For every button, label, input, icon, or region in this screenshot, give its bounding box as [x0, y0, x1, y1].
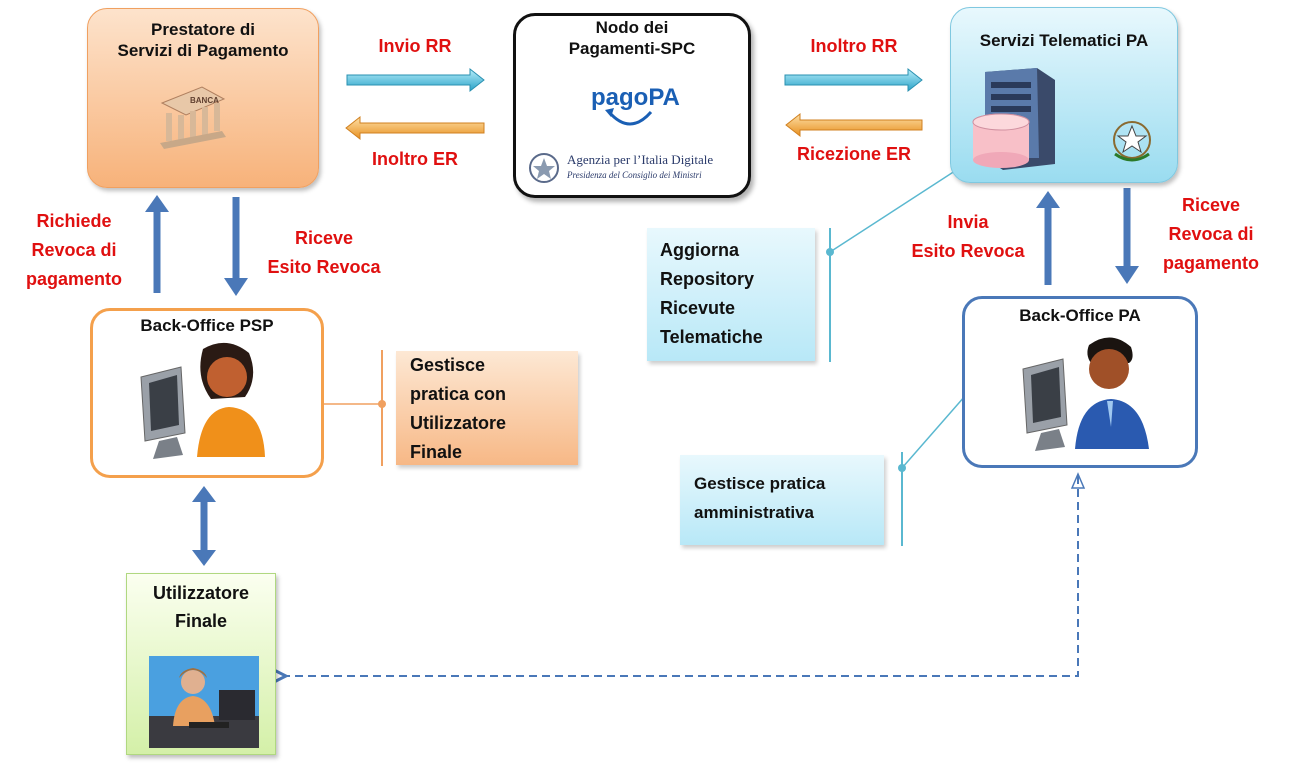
agid-logo: Agenzia per l’Italia Digitale Presidenza… — [525, 148, 737, 188]
agid-name: Agenzia per l’Italia Digitale — [567, 152, 714, 167]
label-inoltro-er: Inoltro ER — [372, 149, 458, 169]
note-repository-line4: Telematiche — [660, 327, 763, 347]
operator-man-icon — [1022, 337, 1149, 451]
user-photo-icon — [149, 656, 259, 748]
label-riceve-esito: Riceve Esito Revoca — [256, 224, 392, 282]
richiede-revoca-arrow — [145, 195, 169, 293]
pa-title: Servizi Telematici PA — [979, 31, 1149, 50]
note-psp-pratica-line4: Finale — [410, 442, 463, 462]
bo-pa-node: Back-Office PA — [962, 296, 1198, 468]
label-invia-esito-line1: Invia — [947, 212, 989, 232]
bo-psp-node: Back-Office PSP — [90, 308, 324, 478]
label-richiede-revoca-line1: Richiede — [36, 211, 112, 231]
label-inoltro-rr: Inoltro RR — [810, 36, 898, 56]
label-richiede-revoca-line2: Revoca di — [31, 240, 117, 260]
label-riceve-revoca-line1: Riceve — [1181, 195, 1241, 215]
inoltro-er-arrow — [345, 115, 485, 141]
bo-psp-title: Back-Office PSP — [140, 316, 274, 335]
note-psp-pratica: Gestisce pratica con Utilizzatore Finale — [396, 351, 578, 465]
label-riceve-esito-line2: Esito Revoca — [267, 257, 381, 277]
bank-icon: BANCA — [160, 86, 226, 149]
psp-title-line2: Servizi di Pagamento — [117, 41, 289, 60]
dashed-return-line — [284, 472, 1086, 676]
pagopa-logo: pagoPA — [579, 76, 680, 136]
server-database-icon — [972, 68, 1055, 170]
user-title-line2: Finale — [174, 611, 227, 631]
note-psp-pratica-line3: Utilizzatore — [410, 413, 507, 433]
label-ricezione-er: Ricezione ER — [796, 144, 912, 164]
user-title-line1: Utilizzatore — [152, 583, 249, 603]
note-repository-line3: Ricevute — [660, 298, 736, 318]
pagopa-arc-icon — [605, 108, 653, 126]
label-invio-rr: Invio RR — [378, 36, 452, 56]
italy-emblem-icon — [529, 153, 559, 183]
note-pa-pratica: Gestisce pratica amministrativa — [680, 455, 884, 545]
label-riceve-revoca-line3: pagamento — [1162, 253, 1259, 273]
note-pa-pratica-line1: Gestisce pratica — [694, 474, 826, 493]
invio-rr-arrow — [346, 67, 485, 93]
label-richiede-revoca-line3: pagamento — [25, 269, 122, 289]
nodo-title-line2: Pagamenti-SPC — [568, 39, 696, 58]
psp-title-line1: Prestatore di — [151, 20, 255, 39]
note-pa-pratica-line2: amministrativa — [694, 503, 814, 522]
label-richiede-revoca: Richiede Revoca di pagamento — [14, 207, 134, 294]
bo-psp-user-double-arrow — [192, 486, 216, 566]
psp-node: Prestatore di Servizi di Pagamento BANCA — [87, 8, 319, 188]
ricezione-er-arrow — [785, 112, 923, 138]
label-riceve-revoca: Riceve Revoca di pagamento — [1148, 191, 1274, 278]
operator-woman-icon — [140, 342, 265, 459]
republic-emblem-icon — [1113, 121, 1151, 162]
bank-icon-label: BANCA — [190, 96, 219, 105]
note-repository-line1: Aggiorna — [660, 240, 739, 260]
bo-pa-title: Back-Office PA — [1019, 306, 1141, 325]
note-psp-pratica-line1: Gestisce — [410, 355, 486, 375]
invia-esito-arrow — [1036, 191, 1060, 285]
riceve-revoca-arrow — [1115, 188, 1139, 284]
pagopa-logo-text: pagoPA — [591, 84, 680, 111]
pa-node: Servizi Telematici PA — [950, 7, 1178, 183]
riceve-esito-arrow — [224, 197, 248, 296]
label-invia-esito: Invia Esito Revoca — [898, 208, 1038, 266]
note-repository-line2: Repository — [660, 269, 755, 289]
agid-subtitle: Presidenza del Consiglio dei Ministri — [567, 170, 702, 180]
label-riceve-revoca-line2: Revoca di — [1168, 224, 1254, 244]
label-invia-esito-line2: Esito Revoca — [911, 241, 1025, 261]
inoltro-rr-arrow — [784, 67, 923, 93]
note-psp-pratica-line2: pratica con — [410, 384, 507, 404]
label-riceve-esito-line1: Riceve — [294, 228, 354, 248]
user-node: Utilizzatore Finale — [126, 573, 276, 755]
note-repository: Aggiorna Repository Ricevute Telematiche — [647, 228, 815, 361]
nodo-title-line1: Nodo dei — [595, 18, 669, 37]
